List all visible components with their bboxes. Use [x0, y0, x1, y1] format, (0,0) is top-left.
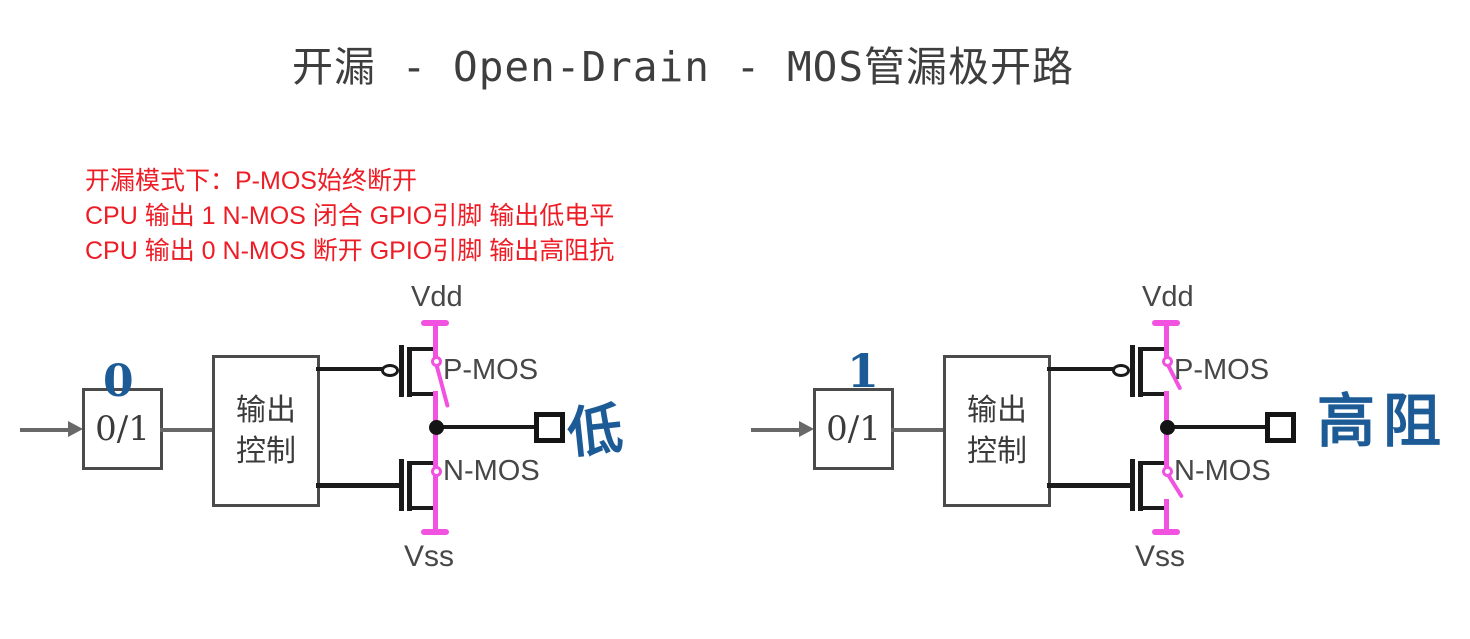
nmos-gate-wire: [316, 483, 399, 488]
register-label: 0/1: [826, 409, 881, 449]
pmos-inverter-bubble: [1112, 364, 1130, 377]
nmos-gate-bar: [399, 459, 404, 511]
pmos-gate-bar: [399, 345, 404, 397]
gpio-pin-square: [1265, 412, 1296, 443]
input-arrow-head: [799, 421, 814, 437]
register-label: 0/1: [95, 409, 150, 449]
page-title: 开漏 - Open-Drain - MOS管漏极开路: [292, 43, 1074, 91]
register-box: 0/1: [82, 388, 163, 470]
control-label-line1: 输出: [967, 393, 1027, 428]
nmos-channel-bar: [407, 461, 412, 511]
nmos-switch-top-line: [1164, 428, 1169, 468]
output-control-box: 输出 控制: [212, 355, 320, 507]
vss-rail-cap: [421, 529, 449, 535]
pmos-switch-top-line: [433, 322, 438, 360]
annotation-notes: 开漏模式下：P-MOS始终断开 CPU 输出 1 N-MOS 闭合 GPIO引脚…: [85, 164, 614, 269]
pmos-drain-lead: [407, 392, 437, 396]
nmos-drain-lead: [407, 461, 437, 465]
nmos-drain-lead: [1138, 461, 1168, 465]
nmos-label: N-MOS: [1174, 455, 1271, 487]
pmos-source-lead: [407, 347, 437, 351]
nmos-gate-bar: [1130, 459, 1135, 511]
pmos-switch-pivot: [1162, 356, 1173, 367]
pmos-switch-bottom-stub: [433, 391, 438, 429]
pmos-switch-pivot: [431, 356, 442, 367]
control-label-line2: 控制: [236, 434, 296, 469]
vss-label: Vss: [404, 540, 455, 573]
register-to-control-wire: [891, 428, 944, 432]
handwritten-output-annotation: 高阻: [1317, 387, 1450, 455]
nmos-source-lead: [407, 506, 437, 510]
input-wire: [751, 428, 801, 432]
circuit-left: 0/1 输出 控制 Vdd Vss P-MOS N-MOS 0: [20, 281, 626, 573]
nmos-switch-closed-line: [433, 428, 438, 532]
nmos-switch-bottom-stub: [1164, 499, 1169, 532]
pmos-inverter-bubble: [381, 364, 399, 377]
nmos-channel-bar: [1138, 461, 1143, 511]
vdd-label: Vdd: [1142, 281, 1194, 313]
control-label-line1: 输出: [236, 393, 296, 428]
pmos-drain-lead: [1138, 392, 1168, 396]
pmos-label: P-MOS: [1174, 354, 1270, 386]
nmos-source-lead: [1138, 506, 1168, 510]
vss-rail-cap: [1152, 529, 1180, 535]
control-label-line2: 控制: [967, 434, 1027, 469]
pmos-switch-bottom-stub: [1164, 391, 1169, 429]
pmos-channel-bar: [1138, 347, 1143, 397]
register-to-control-wire: [160, 428, 213, 432]
output-junction-dot: [429, 420, 444, 435]
pmos-gate-wire: [1047, 367, 1114, 371]
nmos-gate-wire: [1047, 483, 1130, 488]
note-line-1: 开漏模式下：P-MOS始终断开: [85, 167, 417, 195]
circuit-right: 0/1 输出 控制 Vdd Vss P-MOS N-MOS: [731, 0, 1470, 639]
output-junction-dot: [1160, 420, 1175, 435]
vdd-label: Vdd: [411, 281, 463, 313]
pmos-source-lead: [1138, 347, 1168, 351]
register-box: 0/1: [813, 388, 894, 470]
nmos-label: N-MOS: [443, 455, 540, 487]
vss-label: Vss: [1135, 540, 1186, 573]
pmos-gate-bar: [1130, 345, 1135, 397]
handwritten-output-annotation: 低: [564, 396, 626, 466]
input-wire: [20, 428, 70, 432]
nmos-switch-pivot: [431, 466, 442, 477]
pmos-channel-bar: [407, 347, 412, 397]
pmos-label: P-MOS: [443, 354, 539, 386]
pmos-switch-top-line: [1164, 322, 1169, 360]
nmos-switch-pivot: [1162, 466, 1173, 477]
gpio-pin-square: [534, 412, 565, 443]
output-control-box: 输出 控制: [943, 355, 1051, 507]
handwritten-input-value: 1: [847, 344, 880, 398]
pmos-gate-wire: [316, 367, 383, 371]
output-wire: [441, 425, 535, 429]
input-arrow-head: [68, 421, 83, 437]
note-line-3: CPU 输出 0 N-MOS 断开 GPIO引脚 输出高阻抗: [85, 237, 615, 265]
handwritten-input-value: 0: [103, 356, 134, 407]
note-line-2: CPU 输出 1 N-MOS 闭合 GPIO引脚 输出低电平: [85, 202, 615, 230]
output-wire: [1172, 425, 1266, 429]
